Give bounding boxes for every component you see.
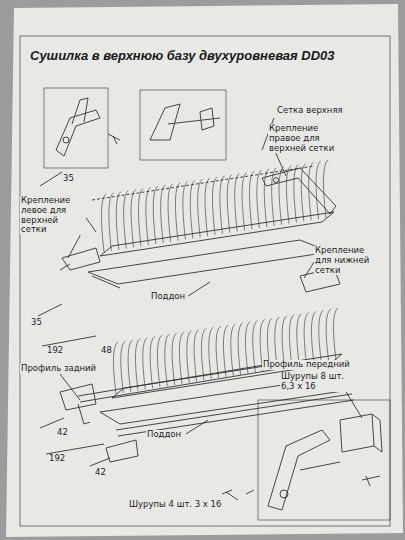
rack-wire	[245, 322, 250, 374]
rack-wire	[264, 169, 269, 227]
rack-wire	[131, 189, 136, 247]
rack-wire	[333, 308, 338, 360]
rack-wire	[309, 162, 314, 220]
rack-wire	[272, 168, 277, 226]
part-name: Профиль задний	[20, 364, 97, 374]
part-name: Крепление правое для верхней сетки	[268, 124, 344, 153]
rack-wire	[253, 320, 258, 372]
rack-wire	[209, 327, 214, 379]
rack-wire	[227, 175, 232, 233]
rack-wire	[279, 167, 284, 225]
dimension: 42	[94, 468, 107, 478]
rack-wire	[194, 330, 199, 382]
rack-wire	[249, 171, 254, 229]
rack-wire	[183, 182, 188, 240]
rack-wire	[223, 325, 228, 377]
rack-wire	[220, 176, 225, 234]
rack-wire	[289, 315, 294, 367]
rack-wire	[172, 333, 177, 385]
rack-wire	[113, 342, 118, 394]
rack-wire	[323, 160, 328, 218]
rack-wire	[168, 184, 173, 242]
rack-wire	[316, 161, 321, 219]
rack-wire	[231, 324, 236, 376]
dimension: 48	[100, 346, 113, 356]
rack-wire	[212, 177, 217, 235]
rack-wire	[146, 187, 151, 245]
rack-wire	[198, 179, 203, 237]
dimension: 42	[56, 428, 69, 438]
rack-wire	[116, 192, 121, 250]
part-name: Шурупы 4 шт. 3 x 16	[128, 500, 222, 510]
rack-wire	[165, 334, 170, 386]
dimension: 35	[62, 174, 75, 184]
rack-wire	[242, 172, 247, 230]
part-name: Профиль передний	[262, 360, 351, 370]
sheet-title: Сушилка в верхнюю базу двухуровневая DD0…	[30, 48, 335, 63]
rack-wire	[205, 178, 210, 236]
paper-sheet	[6, 4, 403, 537]
part-name: Сетка верхняя	[276, 106, 344, 116]
part-name: Крепление для нижней сетки	[314, 246, 376, 275]
sheet-border	[20, 36, 390, 526]
rack-wire	[257, 170, 262, 228]
rack-wire	[175, 183, 180, 241]
drawing-lines	[38, 88, 390, 520]
rack-wire	[294, 165, 299, 223]
rack-wire	[201, 328, 206, 380]
rack-wire	[109, 193, 114, 251]
rack-wire	[121, 341, 126, 393]
rack-wire	[319, 310, 324, 362]
dimension: 192	[46, 346, 64, 356]
part-name: Шурупы 8 шт. 6,3 x 16	[280, 372, 352, 392]
rack-wire	[297, 314, 302, 366]
rack-wire	[150, 336, 155, 388]
rack-wire	[157, 335, 162, 387]
rack-wire	[311, 311, 316, 363]
dimension: 192	[48, 454, 66, 464]
part-name: Поддон	[150, 292, 186, 302]
rack-wire	[128, 340, 133, 392]
part-name: Поддон	[146, 430, 182, 440]
rack-wire	[161, 185, 166, 243]
rack-wires	[101, 160, 338, 394]
rack-wire	[135, 339, 140, 391]
rack-wire	[286, 166, 291, 224]
rack-wire	[179, 332, 184, 384]
rack-wire	[190, 180, 195, 238]
rack-wire	[216, 326, 221, 378]
rack-wire	[238, 323, 243, 375]
rack-wire	[304, 313, 309, 365]
rack-wire	[326, 309, 331, 361]
part-name: Крепление левое для верхней сетки	[20, 196, 86, 235]
rack-wire	[143, 337, 148, 389]
rack-wire	[138, 188, 143, 246]
dimension: 35	[30, 318, 43, 328]
rack-wire	[153, 186, 158, 244]
rack-wire	[101, 194, 106, 252]
rack-wire	[301, 163, 306, 221]
rack-wire	[235, 174, 240, 232]
rack-wire	[187, 331, 192, 383]
rack-wire	[124, 191, 129, 249]
